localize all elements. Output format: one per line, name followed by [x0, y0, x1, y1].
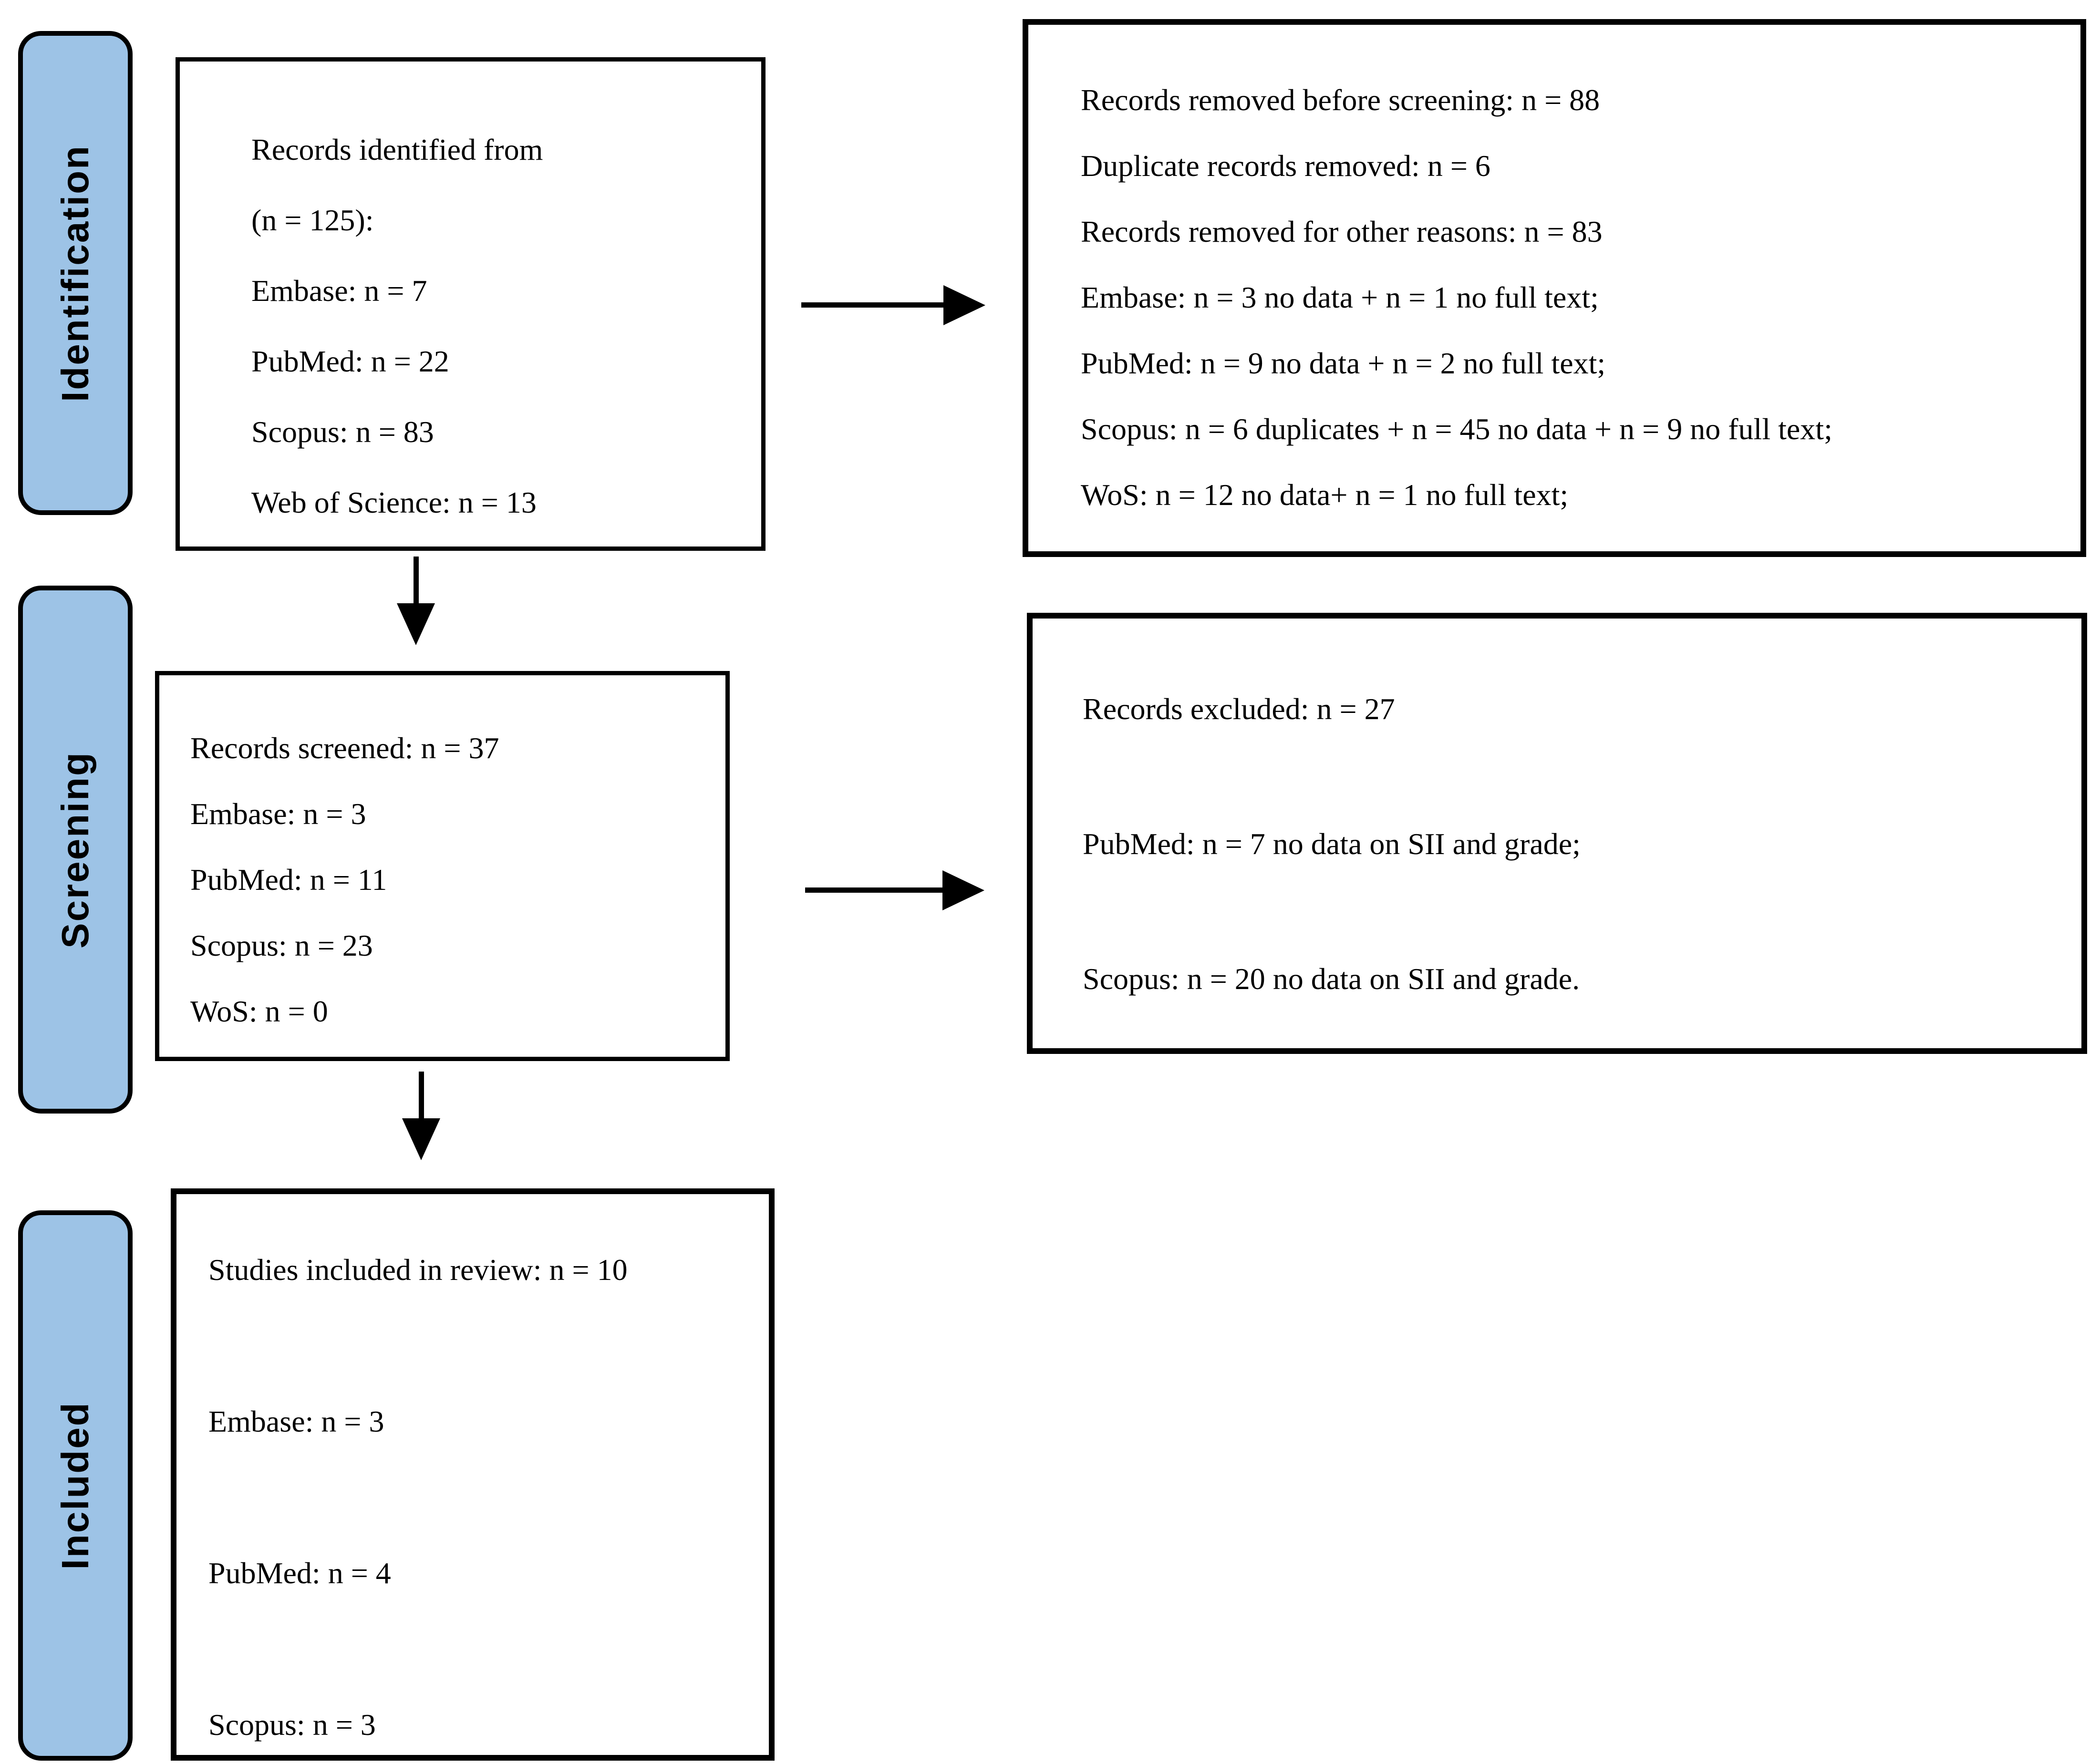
box-records-screened: Records screened: n = 37 Embase: n = 3 P… — [155, 671, 730, 1061]
text-line: Embase: n = 7 — [251, 274, 427, 308]
text-line: Embase: n = 3 — [208, 1404, 384, 1438]
text-line: PubMed: n = 9 no data + n = 2 no full te… — [1081, 346, 1606, 380]
text-line: Scopus: n = 83 — [251, 415, 434, 449]
box-studies-included: Studies included in review: n = 10 Embas… — [171, 1188, 775, 1761]
text-line: Scopus: n = 23 — [190, 928, 373, 962]
arrow-head-icon — [942, 870, 984, 910]
box-records-removed: Records removed before screening: n = 88… — [1023, 19, 2086, 557]
text-line: WoS: n = 0 — [190, 994, 328, 1028]
arrow-shaft — [414, 557, 419, 605]
text-line: Embase: n = 3 — [190, 797, 366, 831]
box-records-excluded: Records excluded: n = 27 PubMed: n = 7 n… — [1027, 613, 2087, 1054]
stage-screening-label: Screening — [54, 751, 96, 949]
stage-included-label: Included — [54, 1401, 96, 1570]
text-line: Studies included in review: n = 10 — [208, 1253, 628, 1287]
text-line: Scopus: n = 20 no data on SII and grade. — [1083, 962, 1580, 996]
text-line: PubMed: n = 7 no data on SII and grade; — [1083, 827, 1581, 861]
text-line: Records removed before screening: n = 88 — [1081, 83, 1600, 117]
text-line: Records removed for other reasons: n = 8… — [1081, 215, 1603, 248]
arrow-shaft — [801, 302, 945, 308]
text-line: Embase: n = 3 no data + n = 1 no full te… — [1081, 280, 1599, 314]
text-line: Scopus: n = 6 duplicates + n = 45 no dat… — [1081, 412, 1832, 446]
arrow-head-icon — [397, 603, 435, 645]
text-line: PubMed: n = 22 — [251, 344, 449, 378]
text-line: Duplicate records removed: n = 6 — [1081, 149, 1490, 183]
text-line: Web of Science: n = 13 — [251, 485, 537, 519]
text-line: Records excluded: n = 27 — [1083, 692, 1395, 726]
text-line: Records identified from — [251, 133, 543, 166]
text-line: PubMed: n = 11 — [190, 863, 387, 897]
stage-identification-label: Identification — [54, 144, 96, 402]
text-line: Records screened: n = 37 — [190, 731, 499, 765]
text-line: (n = 125): — [251, 203, 374, 237]
stage-identification: Identification — [18, 31, 133, 515]
text-line: WoS: n = 12 no data+ n = 1 no full text; — [1081, 478, 1569, 512]
arrow-shaft — [419, 1072, 424, 1120]
stage-screening: Screening — [18, 586, 133, 1114]
text-line: Scopus: n = 3 — [208, 1708, 376, 1742]
arrow-head-icon — [943, 285, 985, 325]
arrow-head-icon — [402, 1118, 440, 1160]
arrow-shaft — [805, 887, 944, 893]
stage-included: Included — [18, 1210, 133, 1761]
text-line: PubMed: n = 4 — [208, 1556, 391, 1590]
box-records-identified: Records identified from (n = 125): Embas… — [176, 57, 766, 551]
